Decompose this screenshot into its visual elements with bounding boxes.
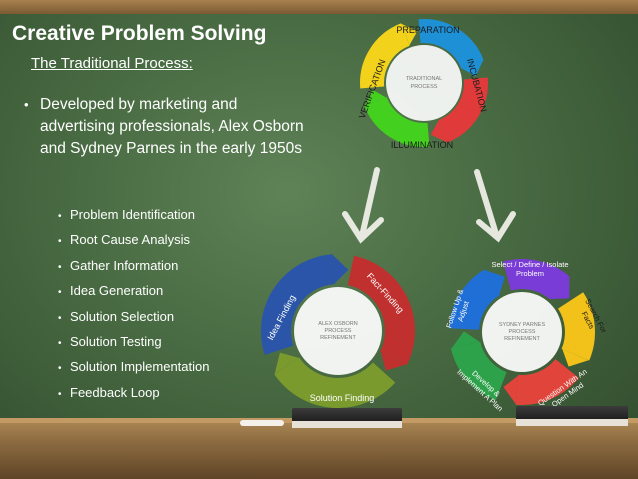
cycle-right-arrowhead	[562, 349, 589, 367]
cycle-right-diagram: Select / Define / Isolate Problem Search…	[444, 259, 609, 413]
cycle-left-center-line2: PROCESS	[325, 328, 352, 334]
cycle-left-center-line3: REFINEMENT	[320, 335, 356, 341]
cycle-left-arrowhead	[274, 352, 299, 374]
cycle-right-arrowhead	[484, 270, 505, 295]
list-item-text: Root Cause Analysis	[70, 232, 190, 248]
list-item: • Solution Selection	[58, 304, 209, 329]
list-item: • Solution Implementation	[58, 354, 209, 379]
cycle-right-arrow-question	[515, 358, 579, 406]
bullet-dot-icon: •	[58, 388, 62, 400]
chalkboard-frame-top	[0, 0, 638, 14]
cycle-top-diagram: PREPARATION INCUBATION ILLUMINATION VERI…	[357, 19, 489, 150]
stage-label-solution-finding: Solution Finding	[310, 393, 375, 403]
cycle-top-arrow-preparation	[418, 19, 484, 70]
list-item-text: Solution Implementation	[70, 359, 210, 375]
down-arrow-left-icon	[342, 167, 384, 244]
list-item: • Solution Testing	[58, 329, 209, 354]
cycle-top-arrowhead	[364, 89, 387, 106]
bullet-dot-icon: •	[58, 363, 62, 375]
cycle-right-arrowhead	[550, 277, 570, 299]
cycle-left-arrow-fact-finding	[347, 255, 415, 365]
sub-bullet-list: • Problem Identification • Root Cause Anal…	[58, 202, 209, 405]
cycle-left-center-line1: ALEX OSBORN	[318, 321, 357, 327]
cycle-right-arrow-develop	[450, 340, 508, 401]
down-arrow-right-icon	[474, 169, 516, 243]
cycle-left-arrowhead	[380, 351, 407, 371]
cycle-left-arrow-solution-finding	[274, 356, 396, 409]
list-item-text: Solution Testing	[70, 333, 162, 349]
bullet-dot-icon: •	[58, 287, 62, 299]
eraser-icon	[516, 406, 628, 426]
cycle-top-center-disc	[386, 45, 462, 121]
list-item: • Gather Information	[58, 253, 209, 278]
list-item-text: Idea Generation	[70, 283, 164, 299]
cycle-top-center-line2: PROCESS	[411, 84, 438, 90]
cycle-top-center-line1: TRADITIONAL	[406, 76, 442, 82]
bullet-dot-icon: •	[58, 261, 62, 273]
bullet-dot-icon: •	[58, 236, 62, 248]
list-item-text: Gather Information	[70, 257, 179, 273]
slide-subtitle: The Traditional Process:	[31, 55, 193, 72]
list-item-text: Solution Selection	[70, 308, 175, 324]
cycle-top-arrow-incubation	[437, 77, 488, 143]
slide-title: Creative Problem Solving	[12, 22, 267, 45]
bullet-dot-icon: •	[58, 337, 62, 349]
cycle-left-arrowhead	[332, 254, 349, 284]
cycle-right-arrowhead	[503, 375, 519, 404]
list-item: • Idea Generation	[58, 278, 209, 303]
cycle-right-arrow-select-define	[503, 259, 570, 301]
stage-label-preparation: PREPARATION	[396, 25, 459, 35]
list-item: • Root Cause Analysis	[58, 227, 209, 252]
cycle-right-arrow-search-facts	[557, 292, 595, 361]
bullet-dot-icon: •	[24, 97, 29, 112]
stage-label-select-define-wrap: Select / Define / Isolate Problem	[491, 260, 569, 278]
cycle-top-arrowhead	[430, 120, 447, 143]
cycle-right-center-disc	[482, 292, 562, 372]
list-item: • Feedback Loop	[58, 380, 209, 405]
cycle-right-center-line2: PROCESS	[509, 329, 536, 335]
eraser-icon	[292, 408, 402, 428]
cycle-right-center-line1: SYDNEY PARNES	[499, 322, 546, 328]
cycle-left-diagram: Fact-Finding Solution Finding Idea Findi…	[260, 254, 415, 409]
cycle-top-arrowhead	[401, 23, 418, 46]
list-item-text: Problem Identification	[70, 207, 196, 222]
cycle-left-arrow-idea-finding	[260, 254, 336, 355]
cycle-top-arrow-illumination	[364, 96, 430, 147]
main-bullet-text: Developed by marketing and advertising p…	[40, 96, 304, 157]
chalk-stick-icon	[240, 420, 284, 426]
cycle-left-center-disc	[294, 287, 382, 375]
cycle-right-center-line3: REFINEMENT	[504, 336, 540, 342]
list-item-text: Feedback Loop	[70, 384, 160, 400]
cycle-right-arrow-follow-up	[449, 269, 501, 331]
cycle-top-arrow-verification	[360, 23, 411, 89]
chalk-tray	[0, 418, 638, 479]
bullet-dot-icon: •	[58, 312, 62, 324]
stage-label-illumination: ILLUMINATION	[391, 140, 453, 150]
cycle-top-arrowhead	[461, 60, 484, 77]
cycle-right-arrowhead	[451, 331, 480, 349]
stage-label-select-define: Select / Define / Isolate Problem	[491, 260, 569, 278]
list-item: • Problem Identification	[58, 202, 209, 227]
bullet-dot-icon: •	[58, 211, 62, 222]
